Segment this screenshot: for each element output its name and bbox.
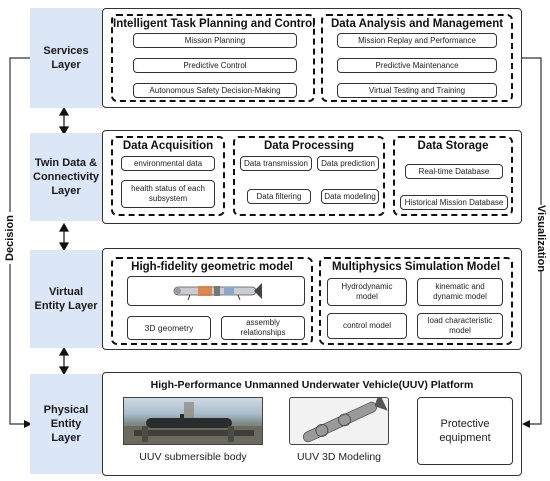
multiphysics-group: Multiphysics Simulation Model Hydrodynam…	[319, 257, 513, 345]
services-layer-box: Intelligent Task Planning and Control Mi…	[102, 8, 522, 108]
visualization-label: Visualization	[535, 205, 547, 273]
health-status-item: health status of each subsystem	[121, 180, 215, 208]
uuv-body-photo	[123, 397, 263, 445]
uuv-body-illustration	[124, 402, 262, 444]
storage-title: Data Storage	[417, 140, 489, 152]
mission-planning-item: Mission Planning	[133, 33, 297, 48]
historical-db-item: Historical Mission Database	[400, 195, 508, 210]
physical-layer-label: Physical Entity Layer	[30, 374, 102, 474]
physical-title: High-Performance Unmanned Underwater Veh…	[150, 379, 474, 391]
kinematic-item: kinematic and dynamic model	[417, 278, 503, 306]
realtime-db-item: Real-time Database	[405, 164, 503, 179]
planning-group: Intelligent Task Planning and Control Mi…	[111, 14, 315, 102]
virtual-layer-label: Virtual Entity Layer	[30, 250, 102, 348]
processing-group: Data Processing Data transmission Data p…	[233, 136, 385, 216]
protective-equipment-item: Protective equipment	[417, 397, 513, 465]
data-filtering-item: Data filtering	[247, 189, 311, 204]
assembly-item: assembly relationships	[221, 316, 305, 340]
data-prediction-item: Data prediction	[317, 156, 379, 171]
decision-label: Decision	[4, 212, 16, 264]
processing-title: Data Processing	[263, 140, 355, 152]
uuv-3d-model	[289, 397, 389, 445]
storage-group: Data Storage Real-time Database Historic…	[393, 136, 513, 216]
uuv-3d-caption: UUV 3D Modeling	[296, 451, 382, 463]
geometric-title: High-fidelity geometric model	[131, 261, 293, 273]
multiphysics-title: Multiphysics Simulation Model	[331, 261, 501, 273]
geometry-3d-item: 3D geometry	[127, 316, 211, 340]
services-layer-label: Services Layer	[30, 8, 102, 108]
data-modeling-item: Data modeling	[321, 189, 379, 204]
predictive-control-item: Predictive Control	[133, 58, 297, 73]
acquisition-group: Data Acquisition environmental data heal…	[111, 136, 225, 216]
load-model-item: load characteristic model	[417, 313, 503, 339]
uuv-render-icon	[173, 283, 262, 301]
layer-link-arrows	[58, 106, 70, 376]
physical-layer-box: High-Performance Unmanned Underwater Veh…	[102, 372, 522, 476]
planning-title: Intelligent Task Planning and Control	[113, 18, 316, 30]
environmental-data-item: environmental data	[121, 156, 215, 171]
acquisition-title: Data Acquisition	[122, 140, 214, 152]
analysis-group: Data Analysis and Management Mission Rep…	[321, 14, 513, 102]
analysis-title: Data Analysis and Management	[330, 18, 504, 30]
uuv-body-caption: UUV submersible body	[139, 451, 247, 463]
predictive-maintenance-item: Predictive Maintenance	[337, 58, 497, 73]
control-model-item: control model	[327, 313, 407, 339]
hydrodynamic-item: Hydrodynamic model	[327, 278, 407, 306]
mission-replay-item: Mission Replay and Performance	[337, 33, 497, 48]
uuv-3d-illustration	[302, 398, 388, 443]
uuv-model-render	[127, 276, 305, 306]
safety-decision-item: Autonomous Safety Decision-Making	[133, 83, 297, 98]
data-transmission-item: Data transmission	[240, 156, 312, 171]
twin-layer-label: Twin Data & Connectivity Layer	[30, 133, 102, 221]
virtual-layer-box: High-fidelity geometric model 3D geometr…	[102, 248, 522, 350]
virtual-testing-item: Virtual Testing and Training	[337, 83, 497, 98]
geometric-group: High-fidelity geometric model 3D geometr…	[111, 257, 313, 345]
twin-layer-box: Data Acquisition environmental data heal…	[102, 130, 522, 224]
